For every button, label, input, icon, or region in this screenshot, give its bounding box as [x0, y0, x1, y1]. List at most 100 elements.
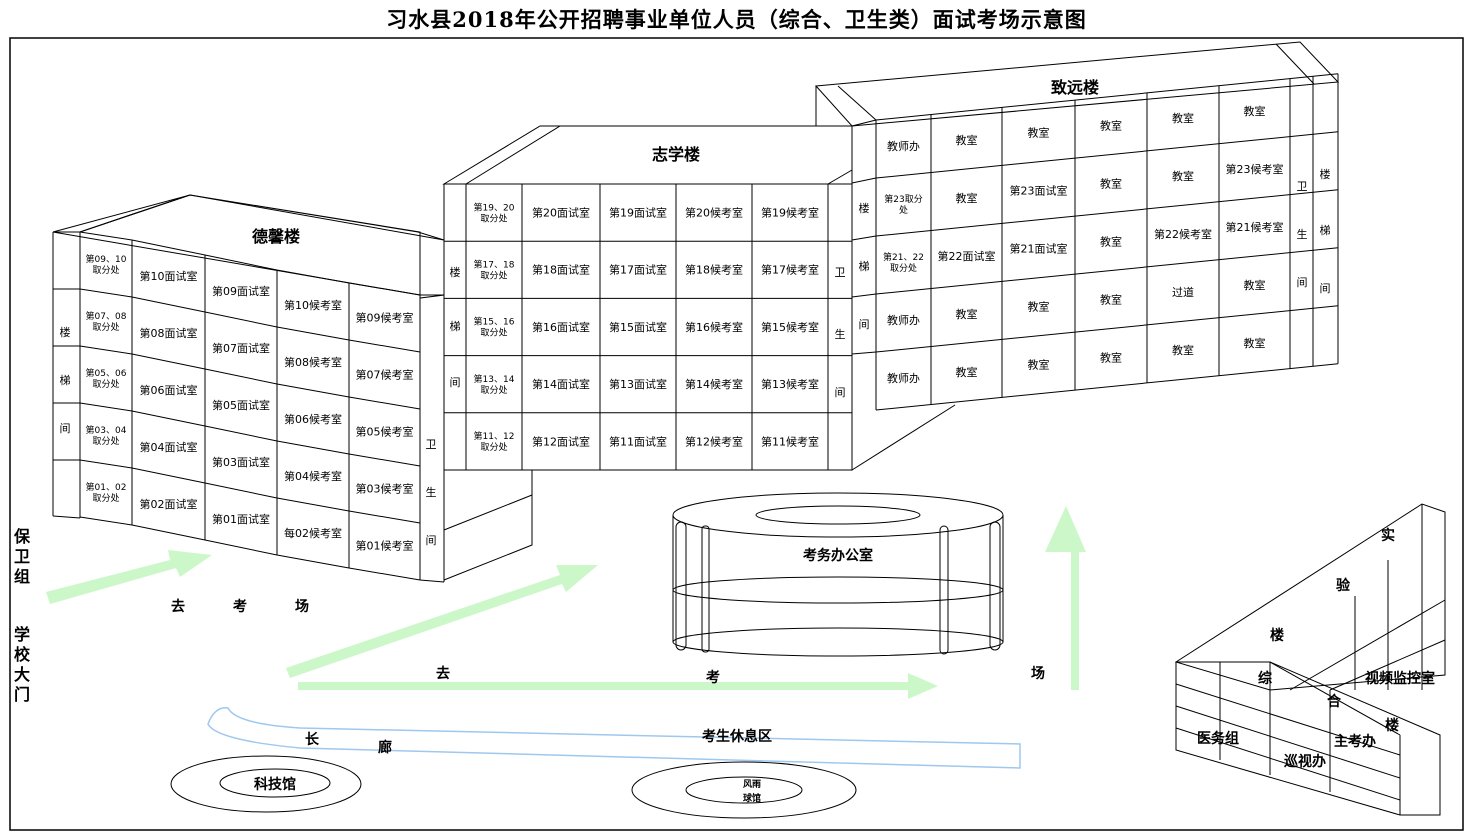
- dexin-stair-2: 梯: [60, 374, 71, 387]
- zhiyuan-stair-1: 楼: [859, 201, 870, 215]
- zhiyuan-room: 教室: [1172, 111, 1194, 125]
- lab-building: 实 验 楼 视频监控室: [1174, 503, 1446, 691]
- zhiyuan-title: 致远楼: [1051, 78, 1099, 97]
- zhixue-room: 第17面试室: [609, 263, 667, 277]
- guard-char-3: 组: [14, 567, 30, 586]
- monitor-room: 视频监控室: [1365, 670, 1435, 687]
- dexin-room: 第02面试室: [140, 497, 198, 511]
- zhixue-room: 第15候考室: [761, 320, 819, 334]
- corridor-char-2: 廊: [378, 739, 392, 756]
- science-hall: 科技馆: [170, 755, 362, 813]
- zhiyuan-room: 第22候考室: [1154, 227, 1212, 241]
- zhixue-stair-1: 楼: [450, 265, 461, 279]
- guard-char-2: 卫: [14, 547, 30, 566]
- corridor-char-1: 长: [305, 731, 320, 748]
- dexin-room: 每02候考室: [284, 526, 342, 540]
- dexin-title: 德馨楼: [252, 227, 300, 246]
- zhiyuan-room: 教师办: [887, 314, 920, 327]
- zhixue-room: 第11面试室: [609, 434, 667, 448]
- dexin-room: 第07候考室: [356, 367, 414, 381]
- zhixue-title: 志学楼: [652, 145, 700, 164]
- zhiyuan-room: 教室: [1172, 343, 1194, 357]
- zhiyuan-stair-r2: 梯: [1320, 224, 1331, 237]
- gate-char-1: 学: [14, 625, 30, 644]
- map-border: [9, 37, 1464, 831]
- lab-char-2: 验: [1336, 577, 1351, 594]
- route-arrows: [46, 506, 1086, 699]
- dexin-room: 第03面试室: [212, 455, 270, 469]
- zhixue-room: 第16面试室: [532, 320, 590, 334]
- zhiyuan-room: 第22面试室: [938, 249, 996, 263]
- dexin-room: 第08面试室: [140, 326, 198, 340]
- zhixue-wc-3: 间: [835, 386, 846, 399]
- zhiyuan-room: 第21候考室: [1226, 220, 1284, 234]
- exam-office: 考务办公室: [672, 492, 1004, 657]
- dexin-wc-1: 卫: [426, 438, 437, 451]
- go-exam-2a: 去: [436, 665, 450, 682]
- dexin-wc-3: 间: [426, 534, 437, 547]
- zhiyuan-room: 教室: [1244, 336, 1266, 350]
- zhixue-room: 第20面试室: [532, 205, 590, 219]
- medical-room: 医务组: [1197, 730, 1239, 747]
- zhiyuan-room: 第23取分处: [884, 193, 922, 216]
- dexin-room: 第07面试室: [212, 341, 270, 355]
- zhiyuan-room: 教室: [1244, 104, 1266, 118]
- stadium-label-2: 球馆: [743, 792, 761, 804]
- zhiyuan-room: 教师办: [887, 372, 920, 385]
- map-labels: 保 卫 组 学 校 大 门 去 考 场 去 考 场 长 廊 考生休息区: [13, 527, 1045, 756]
- page-title: 习水县2018年公开招聘事业单位人员（综合、卫生类）面试考场示意图: [386, 7, 1087, 32]
- zhiyuan-room: 教室: [1172, 169, 1194, 183]
- dexin-stair-3: 间: [60, 422, 71, 435]
- go-exam-2b: 考: [706, 669, 720, 686]
- zhixue-stair-3: 间: [450, 376, 461, 389]
- zhiyuan-room: 教室: [1100, 118, 1122, 132]
- zhiyuan-room: 教室: [956, 365, 978, 379]
- zhiyuan-room: 教室: [956, 133, 978, 147]
- zhiyuan-room: 教室: [1028, 126, 1050, 140]
- patrol-room: 巡视办: [1284, 753, 1326, 770]
- zhiyuan-stair-2: 梯: [859, 260, 870, 273]
- dexin-room: 第06候考室: [284, 412, 342, 426]
- zhixue-room: 第12面试室: [532, 434, 590, 448]
- stadium: 风雨 球馆: [631, 761, 857, 819]
- zhiyuan-building: 教师办教室教室教室教室教室第23取分处教室第23面试室教室教室第23候考室第21…: [814, 41, 1340, 411]
- zhiyuan-wc-2: 生: [1297, 227, 1308, 241]
- dexin-room: 第01面试室: [212, 512, 270, 526]
- dexin-room: 第04候考室: [284, 469, 342, 483]
- zhixue-room: 第12候考室: [685, 434, 743, 448]
- zhiyuan-room: 教室: [1028, 300, 1050, 314]
- dexin-room: 第05面试室: [212, 398, 270, 412]
- dexin-room: 第09候考室: [356, 310, 414, 324]
- dexin-room: 第10面试室: [140, 269, 198, 283]
- zhiyuan-room: 第23候考室: [1226, 162, 1284, 176]
- general-char-2: 合: [1327, 693, 1342, 710]
- zhixue-room: 第15面试室: [609, 320, 667, 334]
- zhiyuan-room: 教室: [1100, 234, 1122, 248]
- zhiyuan-room: 教室: [956, 191, 978, 205]
- zhiyuan-room: 第21面试室: [1010, 242, 1068, 256]
- zhiyuan-room: 第23面试室: [1010, 184, 1068, 198]
- science-hall-label: 科技馆: [254, 776, 296, 793]
- general-char-3: 楼: [1385, 717, 1399, 734]
- dexin-room: 第06面试室: [140, 383, 198, 397]
- go-exam-2c: 场: [1031, 666, 1045, 682]
- exam-office-label: 考务办公室: [803, 547, 873, 564]
- dexin-wc-2: 生: [426, 485, 437, 499]
- dexin-stair-1: 楼: [60, 325, 71, 339]
- chief-examiner-room: 主考办: [1334, 733, 1376, 750]
- zhiyuan-room: 教师办: [887, 140, 920, 153]
- zhixue-room: 第18候考室: [685, 263, 743, 277]
- zhiyuan-stair-r1: 楼: [1320, 167, 1331, 181]
- zhixue-room: 第17候考室: [761, 263, 819, 277]
- go-exam-1c: 场: [295, 599, 309, 615]
